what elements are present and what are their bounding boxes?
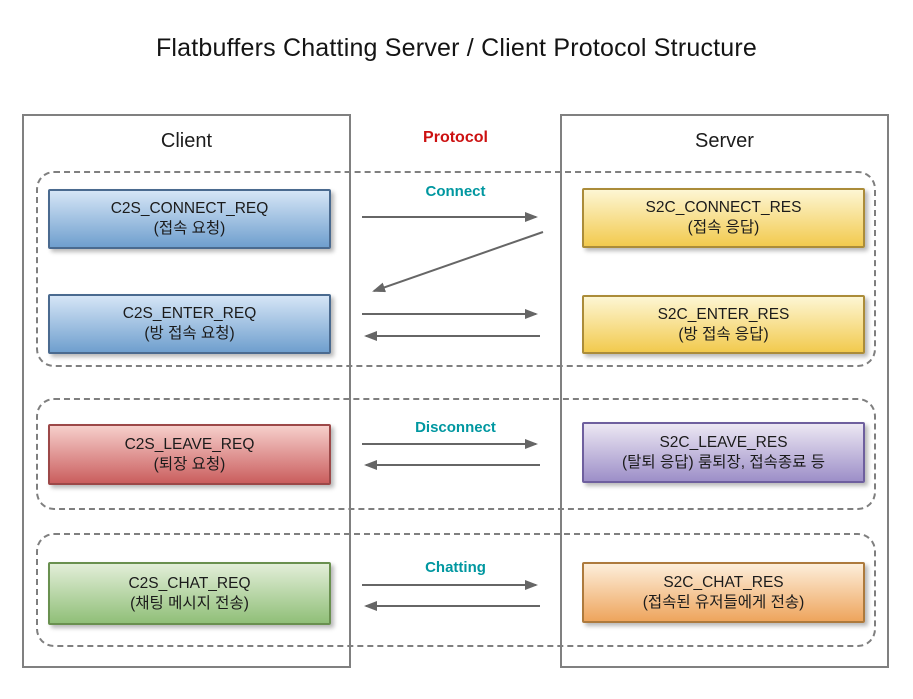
- message-name: S2C_CHAT_RES: [663, 573, 784, 591]
- disconnect-group-outline: [36, 398, 876, 510]
- c2s-chat-req-box: C2S_CHAT_REQ (채팅 메시지 전송): [48, 562, 331, 625]
- server-column-title: Server: [695, 130, 754, 152]
- message-desc: (탈퇴 응답) 룸퇴장, 접속종료 등: [622, 453, 825, 471]
- message-desc: (채팅 메시지 전송): [130, 594, 249, 612]
- message-name: S2C_ENTER_RES: [657, 305, 790, 323]
- message-name: C2S_ENTER_REQ: [122, 305, 257, 322]
- message-name: S2C_CONNECT_RES: [645, 199, 802, 216]
- s2c-chat-res-box: S2C_CHAT_RES (접속된 유저들에게 전송): [582, 562, 865, 623]
- c2s-connect-req-box: C2S_CONNECT_REQ (접속 요청): [48, 189, 331, 249]
- message-desc: (방 접속 요청): [144, 325, 235, 342]
- chatting-group-outline: [36, 533, 876, 647]
- diagram-title: Flatbuffers Chatting Server / Client Pro…: [155, 34, 758, 62]
- s2c-leave-res-box: S2C_LEAVE_RES (탈퇴 응답) 룸퇴장, 접속종료 등: [582, 422, 865, 483]
- s2c-enter-res-box: S2C_ENTER_RES (방 접속 응답): [582, 295, 865, 354]
- message-name: C2S_CONNECT_REQ: [110, 200, 269, 217]
- client-column: Client: [22, 114, 351, 668]
- c2s-leave-req-box: C2S_LEAVE_REQ (퇴장 요청): [48, 424, 331, 485]
- message-desc: (퇴장 요청): [153, 455, 226, 473]
- chatting-section-label: Chatting: [425, 559, 486, 576]
- client-column-title: Client: [160, 130, 213, 152]
- connect-group-outline: [36, 171, 876, 367]
- c2s-enter-req-box: C2S_ENTER_REQ (방 접속 요청): [48, 294, 331, 354]
- disconnect-section-label: Disconnect: [415, 419, 496, 436]
- connect-section-label: Connect: [425, 183, 486, 200]
- message-desc: (방 접속 응답): [678, 325, 769, 343]
- message-name: C2S_LEAVE_REQ: [124, 435, 255, 453]
- message-desc: (접속 응답): [687, 219, 760, 236]
- s2c-connect-res-box: S2C_CONNECT_RES (접속 응답): [582, 188, 865, 248]
- message-desc: (접속된 유저들에게 전송): [642, 593, 805, 611]
- message-name: C2S_CHAT_REQ: [128, 574, 251, 592]
- message-desc: (접속 요청): [153, 220, 226, 237]
- message-name: S2C_LEAVE_RES: [659, 433, 788, 451]
- server-column: Server: [560, 114, 889, 668]
- protocol-label: Protocol: [423, 129, 488, 146]
